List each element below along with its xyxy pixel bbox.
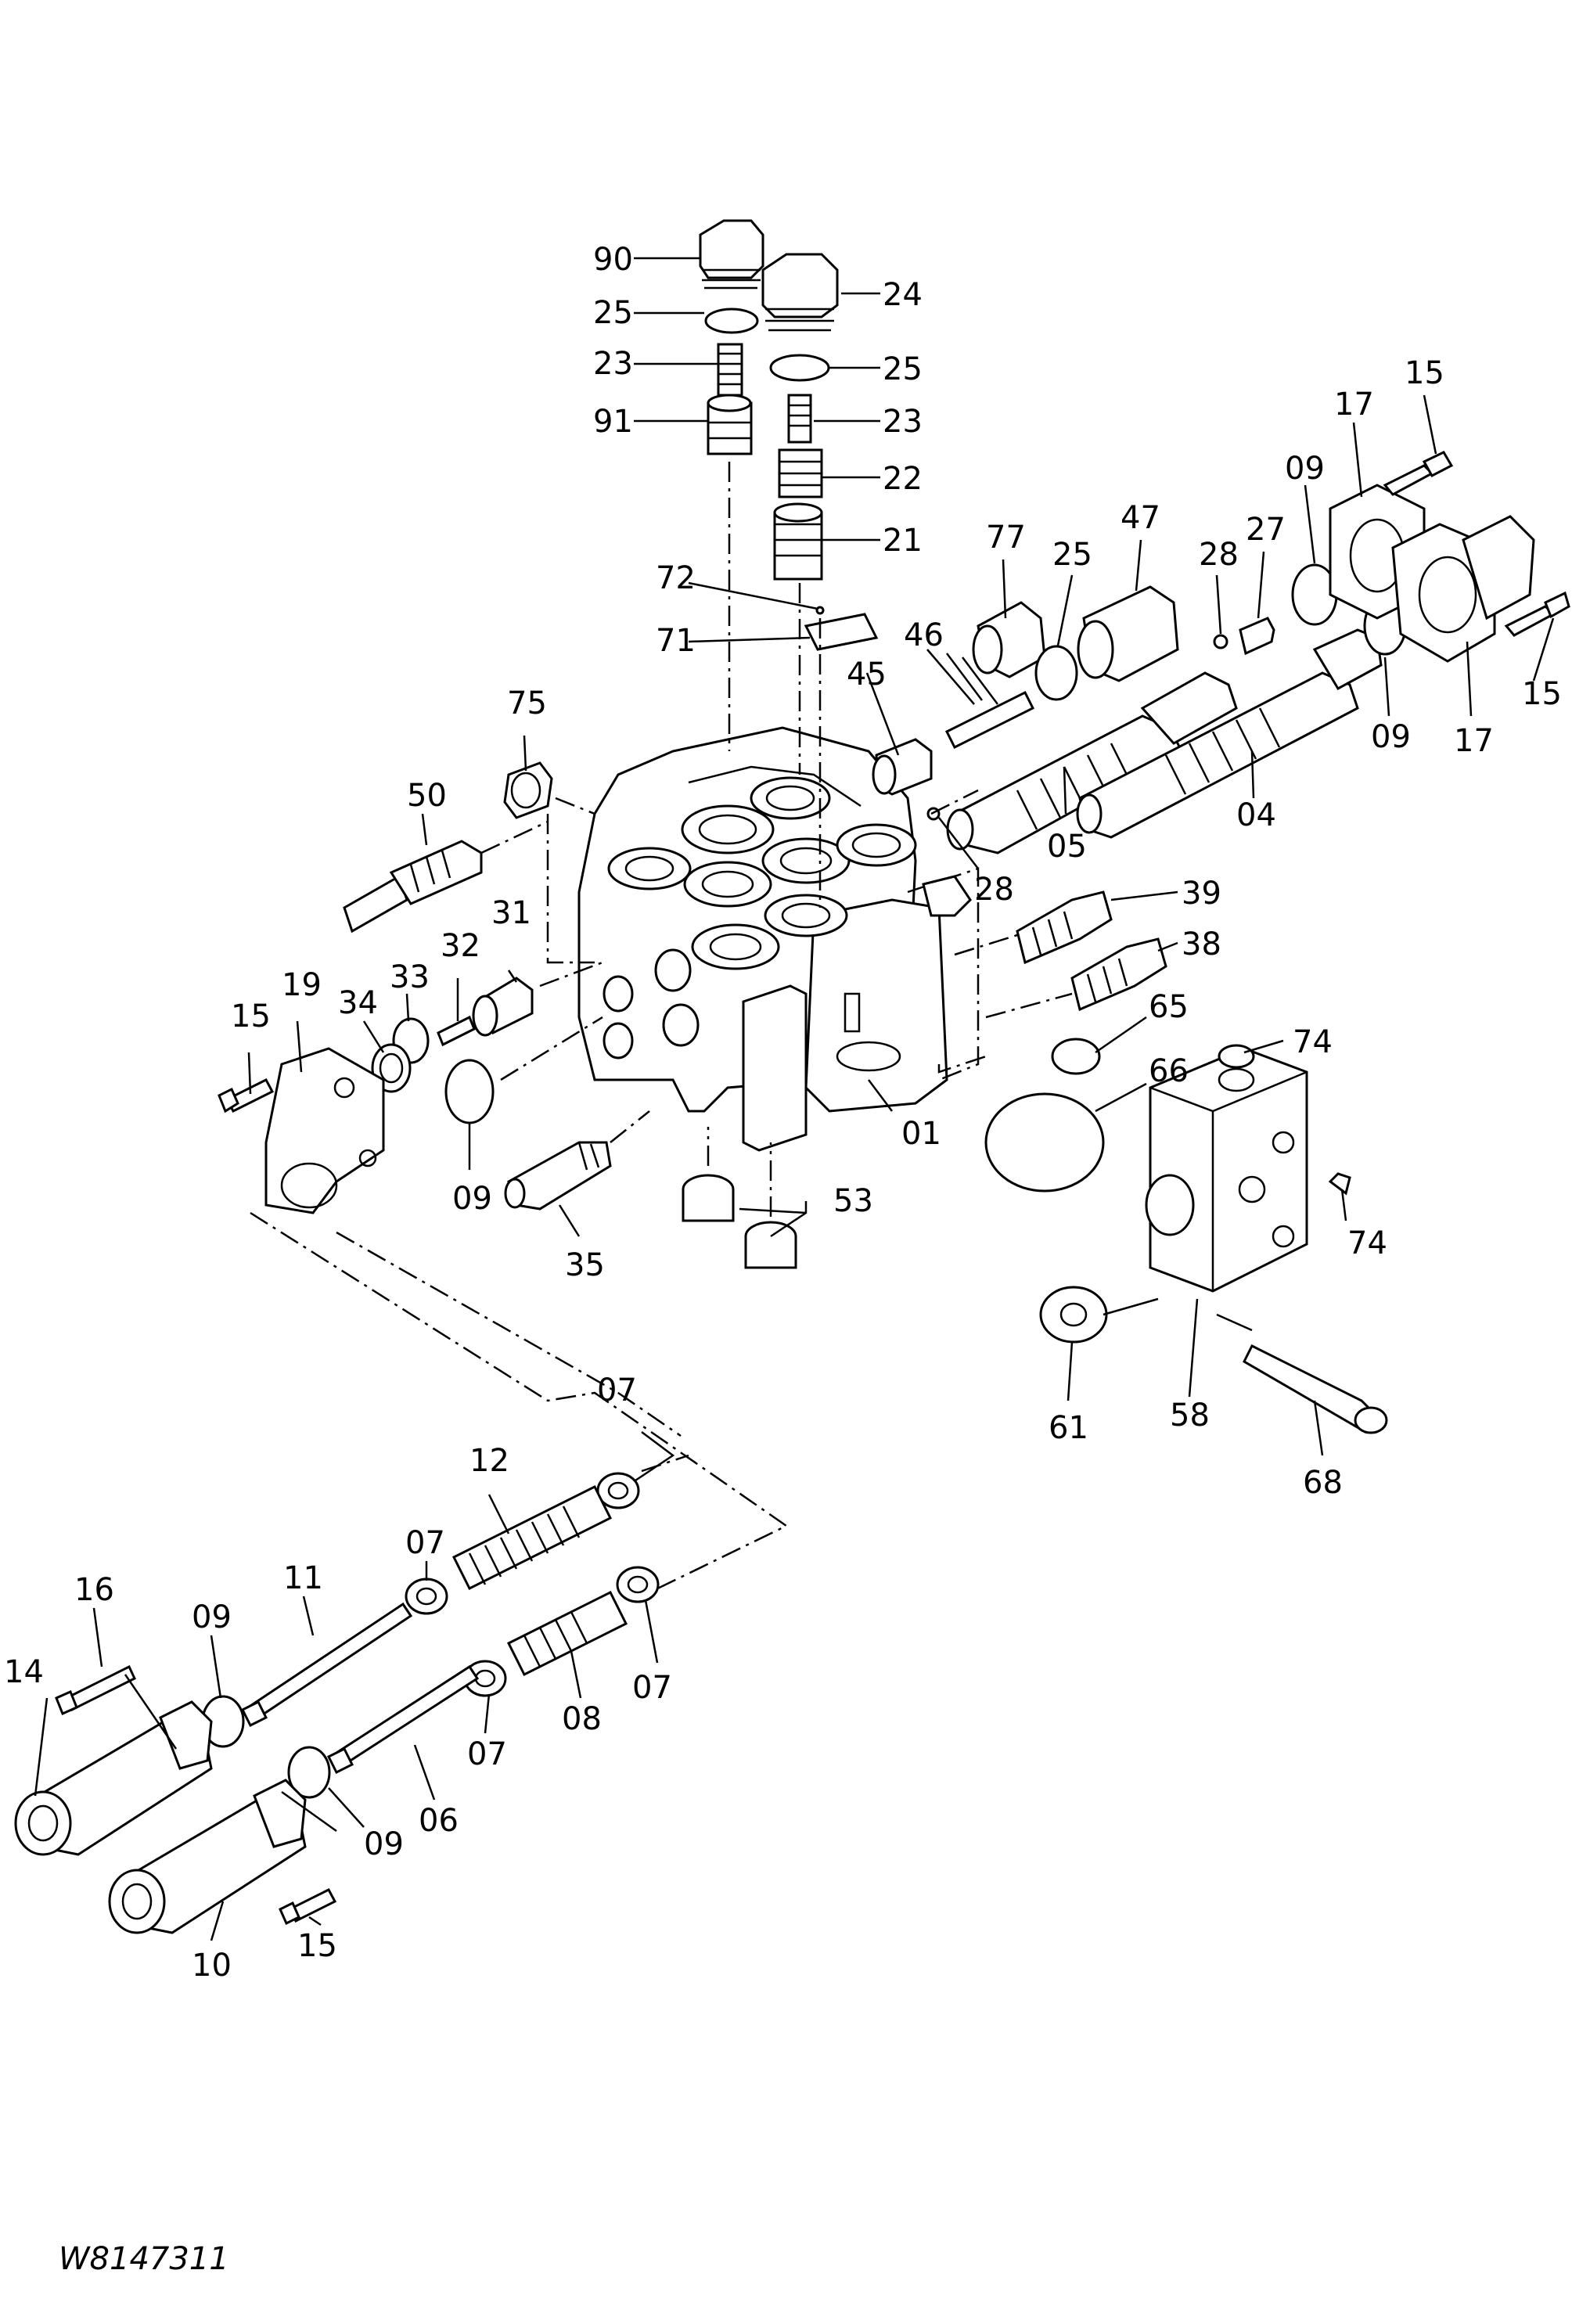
fittings-38-39 bbox=[1016, 890, 1167, 1012]
caps-right bbox=[872, 451, 1570, 821]
label-24: 24 bbox=[883, 277, 923, 313]
label-25-left: 25 bbox=[593, 295, 633, 331]
end-cover-58 bbox=[984, 1038, 1388, 1434]
label-17-top: 17 bbox=[1334, 387, 1374, 423]
label-45: 45 bbox=[847, 657, 887, 693]
label-38: 38 bbox=[1182, 926, 1221, 962]
label-68: 68 bbox=[1303, 1465, 1343, 1501]
label-05: 05 bbox=[1047, 829, 1087, 865]
leader-lines bbox=[34, 257, 1555, 1941]
label-71: 71 bbox=[656, 623, 696, 659]
label-16: 16 bbox=[74, 1572, 114, 1608]
label-90: 90 bbox=[593, 242, 633, 278]
label-39: 39 bbox=[1182, 876, 1221, 912]
label-14: 14 bbox=[4, 1654, 44, 1690]
label-23-left: 23 bbox=[593, 346, 633, 382]
label-91: 91 bbox=[593, 404, 633, 440]
left-parts bbox=[218, 761, 612, 1214]
label-11: 11 bbox=[283, 1560, 323, 1596]
label-09-lower-top: 09 bbox=[192, 1599, 232, 1635]
label-15-right: 15 bbox=[1522, 676, 1562, 712]
drawing-code: W8147311 bbox=[59, 2241, 229, 2277]
label-77: 77 bbox=[986, 520, 1026, 556]
label-22: 22 bbox=[883, 461, 923, 497]
label-19: 19 bbox=[282, 967, 322, 1003]
top-ports bbox=[607, 776, 917, 970]
label-58: 58 bbox=[1170, 1398, 1210, 1434]
label-28-mid: 28 bbox=[974, 872, 1014, 908]
label-65: 65 bbox=[1149, 989, 1189, 1025]
relief-stack-left bbox=[699, 219, 764, 455]
label-25-mid: 25 bbox=[1052, 537, 1092, 573]
label-06: 06 bbox=[419, 1803, 459, 1839]
label-15-left: 15 bbox=[231, 998, 271, 1034]
label-01: 01 bbox=[901, 1116, 941, 1152]
label-25-right: 25 bbox=[883, 351, 923, 387]
label-23-right: 23 bbox=[883, 404, 923, 440]
label-12: 12 bbox=[469, 1443, 509, 1479]
label-47: 47 bbox=[1121, 500, 1160, 536]
label-46: 46 bbox=[904, 617, 944, 653]
valve-body bbox=[577, 726, 980, 1152]
label-04: 04 bbox=[1236, 797, 1276, 833]
part-labels: 90 25 23 91 24 25 23 22 21 72 71 77 25 4… bbox=[4, 242, 1562, 1984]
label-72: 72 bbox=[656, 560, 696, 596]
spool-04 bbox=[1076, 628, 1383, 839]
label-15-top-right: 15 bbox=[1405, 355, 1444, 391]
label-09-lower: 09 bbox=[364, 1826, 404, 1862]
label-15-bottom: 15 bbox=[297, 1928, 337, 1964]
label-31: 31 bbox=[491, 895, 531, 931]
label-08: 08 bbox=[562, 1701, 602, 1737]
label-75: 75 bbox=[507, 685, 547, 721]
label-33: 33 bbox=[390, 959, 430, 995]
label-07-lower: 07 bbox=[467, 1736, 507, 1772]
label-66: 66 bbox=[1149, 1053, 1189, 1089]
label-09-right: 09 bbox=[1371, 719, 1411, 755]
label-17-bottom: 17 bbox=[1454, 723, 1494, 759]
relief-stack-right bbox=[761, 253, 879, 651]
plugs-53 bbox=[682, 1174, 797, 1269]
label-61: 61 bbox=[1049, 1410, 1088, 1446]
label-09-right-top: 09 bbox=[1285, 451, 1325, 487]
label-32: 32 bbox=[441, 928, 480, 964]
label-74-right: 74 bbox=[1347, 1225, 1387, 1261]
label-53: 53 bbox=[833, 1183, 873, 1219]
label-50: 50 bbox=[407, 778, 447, 814]
label-35: 35 bbox=[565, 1247, 605, 1283]
label-28-top: 28 bbox=[1199, 537, 1239, 573]
label-27: 27 bbox=[1246, 512, 1286, 548]
label-74-top: 74 bbox=[1293, 1024, 1333, 1060]
label-10: 10 bbox=[192, 1948, 232, 1984]
label-21: 21 bbox=[883, 523, 923, 559]
lower-assembly bbox=[14, 1472, 660, 1934]
label-07-right: 07 bbox=[632, 1670, 672, 1706]
label-07-top: 07 bbox=[597, 1372, 637, 1408]
label-09-left: 09 bbox=[452, 1181, 492, 1217]
label-07-upper-left: 07 bbox=[405, 1525, 445, 1561]
label-34: 34 bbox=[338, 985, 378, 1021]
